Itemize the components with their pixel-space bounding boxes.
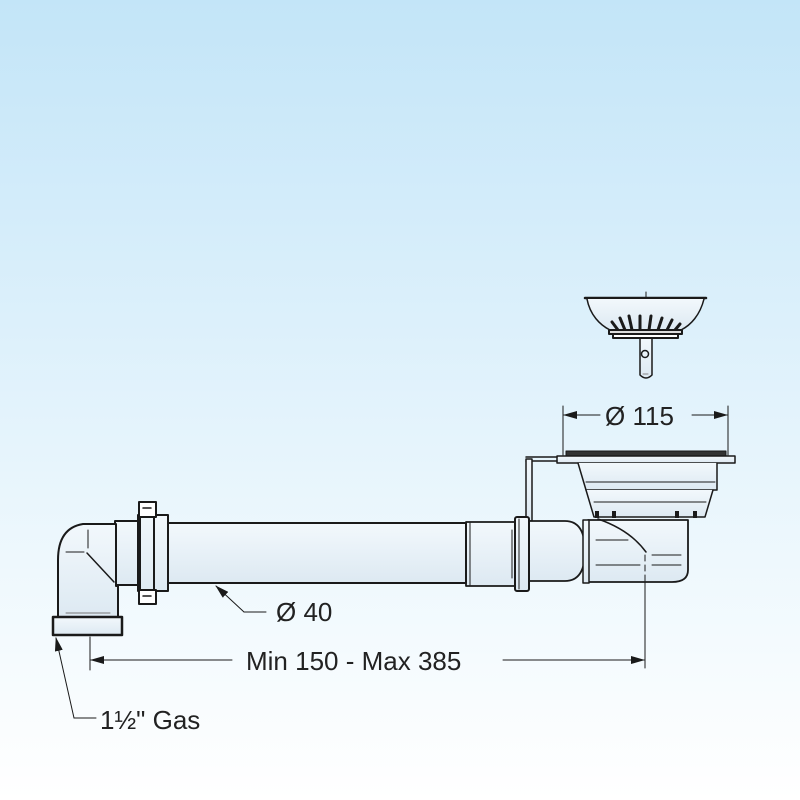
length-range-label: Min 150 - Max 385 [246,646,462,676]
horizontal-pipe [167,522,467,613]
dimension-115 [562,405,729,456]
elbow-coupling [114,501,169,605]
strainer-diameter-label: Ø 115 [605,401,674,431]
trap-bend [529,518,689,669]
outlet-thread-label: 1½" Gas [100,705,201,735]
gas-leader [54,637,97,719]
dimension-length [89,636,645,671]
drain-body [525,450,736,522]
pipe-diameter-label: Ø 40 [276,597,333,627]
strainer-basket [583,291,708,379]
trap-coupling [465,516,530,592]
elbow [51,523,124,637]
